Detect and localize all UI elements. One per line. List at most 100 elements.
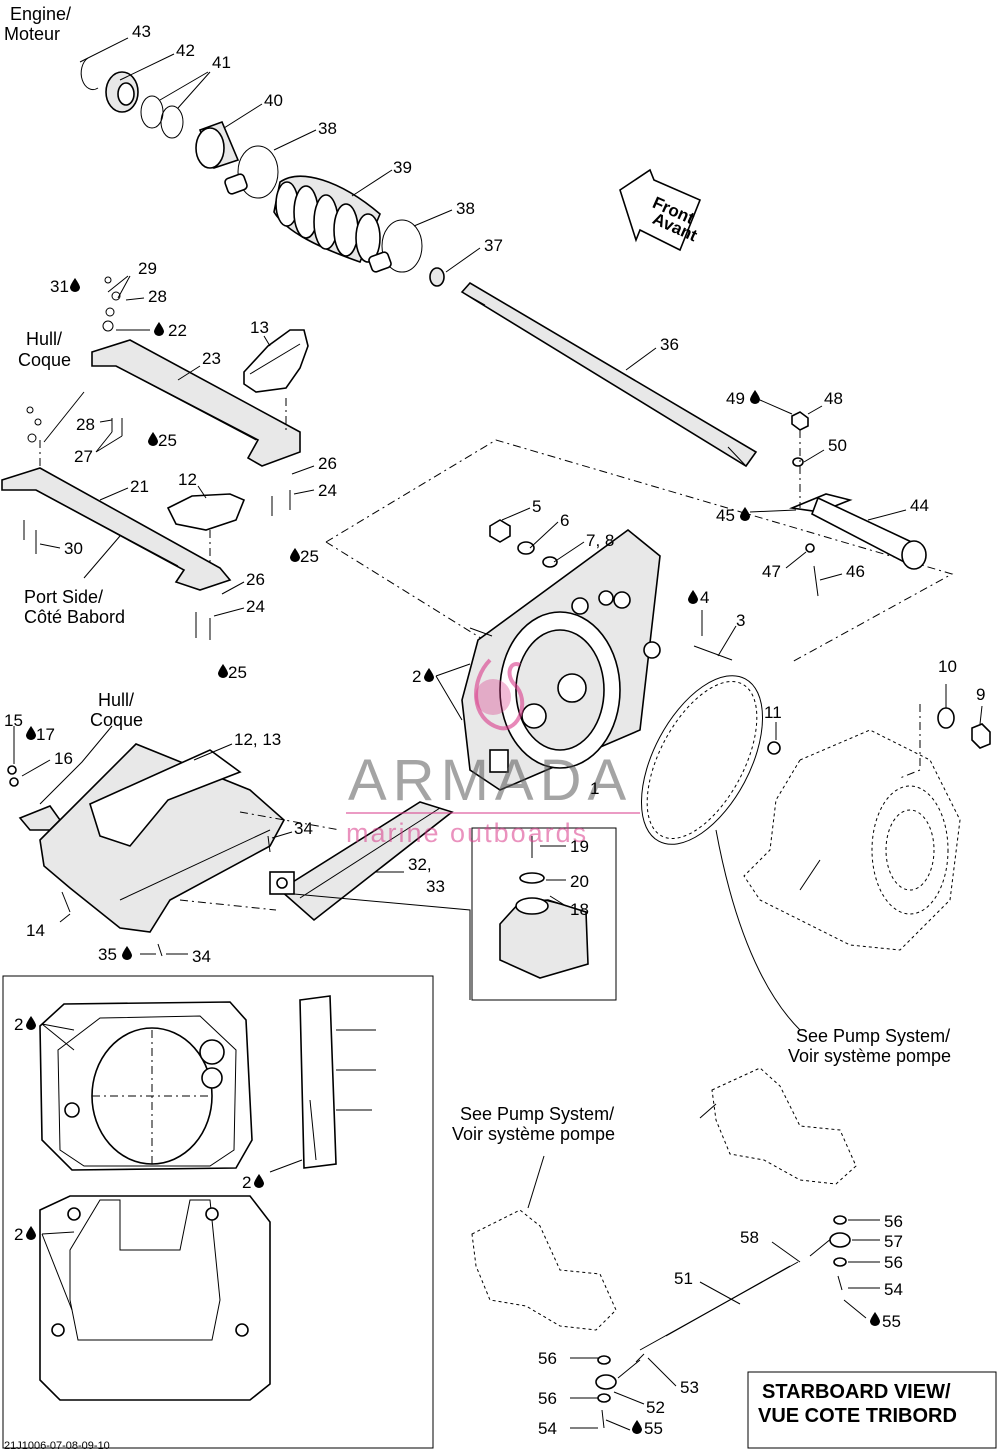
callout-25b: 25 bbox=[300, 547, 319, 566]
callout-24a: 24 bbox=[318, 481, 337, 500]
o-ring-41b bbox=[160, 105, 184, 139]
adapter-bottom-view bbox=[39, 1195, 271, 1401]
ball-joint-57 bbox=[829, 1232, 851, 1248]
view-title-box bbox=[747, 1371, 997, 1449]
pump-adapter-group bbox=[325, 439, 954, 791]
watermark-brand: ARMADA bbox=[348, 748, 632, 813]
callout-27: 27 bbox=[74, 447, 93, 466]
callout-18: 18 bbox=[570, 900, 589, 919]
callout-26b: 26 bbox=[246, 570, 265, 589]
wear-ring bbox=[640, 675, 801, 1031]
callout-56c: 56 bbox=[538, 1349, 557, 1368]
callout-52: 52 bbox=[646, 1398, 665, 1417]
callout-29: 29 bbox=[138, 259, 157, 278]
washer-6 bbox=[517, 541, 535, 555]
callout-36: 36 bbox=[660, 335, 679, 354]
callout-54b: 54 bbox=[538, 1419, 557, 1438]
callout-24b: 24 bbox=[246, 597, 265, 616]
circlip-43 bbox=[80, 57, 99, 91]
watermark: ARMADA marine outboards bbox=[346, 658, 640, 848]
callout-28a: 28 bbox=[148, 287, 167, 306]
front-direction-arrow bbox=[619, 168, 702, 252]
driveshaft-36 bbox=[460, 281, 758, 468]
callout-56a: 56 bbox=[884, 1212, 903, 1231]
fastener-inset bbox=[471, 827, 617, 1001]
callout-11: 11 bbox=[764, 703, 782, 722]
bolt-46 bbox=[813, 565, 819, 597]
callout-34b: 34 bbox=[192, 947, 211, 966]
callout-46: 46 bbox=[846, 562, 865, 581]
washer-7-8 bbox=[542, 556, 558, 568]
bracket-23 bbox=[91, 339, 301, 467]
callout-58: 58 bbox=[740, 1228, 759, 1247]
callout-13: 13 bbox=[250, 318, 269, 337]
ring-40 bbox=[195, 127, 225, 169]
view-title-1: STARBOARD VIEW/ bbox=[762, 1381, 951, 1403]
steering-linkage-group bbox=[471, 1067, 880, 1431]
callout-16: 16 bbox=[54, 749, 73, 768]
callout-34a: 34 bbox=[294, 819, 313, 838]
callout-4: 4 bbox=[700, 588, 709, 607]
callout-38b: 38 bbox=[456, 199, 475, 218]
callout-7-8: 7, 8 bbox=[586, 531, 614, 550]
engine-label-2: Moteur bbox=[4, 24, 60, 44]
watermark-tagline: marine outboards bbox=[346, 818, 588, 848]
callout-43: 43 bbox=[132, 22, 151, 41]
washer-10 bbox=[937, 707, 955, 729]
callout-49: 49 bbox=[726, 389, 745, 408]
callout-44: 44 bbox=[910, 496, 929, 515]
diagram-code: 21J1006-07-08-09-10 bbox=[4, 1440, 110, 1452]
callout-20: 20 bbox=[570, 872, 589, 891]
ball-joint-52 bbox=[595, 1374, 617, 1390]
callout-45: 45 bbox=[716, 506, 735, 525]
callout-56b: 56 bbox=[884, 1253, 903, 1272]
callout-35: 35 bbox=[98, 945, 117, 964]
callout-48: 48 bbox=[824, 389, 843, 408]
callout-57: 57 bbox=[884, 1232, 903, 1251]
callout-3: 3 bbox=[736, 611, 745, 630]
callout-1: 1 bbox=[590, 779, 599, 798]
intake-grate-group bbox=[7, 725, 471, 1000]
hull-label-top-2: Coque bbox=[18, 350, 71, 370]
callout-23: 23 bbox=[202, 349, 221, 368]
callout-31: 31 bbox=[50, 277, 69, 296]
callout-12: 12 bbox=[178, 470, 197, 489]
o-ring-41a bbox=[140, 95, 164, 129]
washer-50 bbox=[792, 457, 804, 467]
clamp-38a bbox=[237, 145, 279, 199]
callout-6: 6 bbox=[560, 511, 569, 530]
shaft-tube-group bbox=[749, 399, 927, 597]
bushing-37 bbox=[429, 267, 445, 287]
see-pump-label-1a: See Pump System/ bbox=[796, 1026, 950, 1046]
hull-label-mid-1: Hull/ bbox=[98, 690, 134, 710]
callout-2a: 2 bbox=[412, 667, 421, 686]
callout-14: 14 bbox=[26, 921, 45, 940]
port-side-label-2: Côté Babord bbox=[24, 607, 125, 627]
engine-label-1: Engine/ bbox=[10, 4, 71, 24]
hull-label-top-1: Hull/ bbox=[26, 329, 62, 349]
see-pump-label-2b: Voir système pompe bbox=[452, 1124, 615, 1144]
hull-label-mid-2: Coque bbox=[90, 710, 143, 730]
callout-2d: 2 bbox=[14, 1225, 23, 1244]
nut-48 bbox=[791, 411, 809, 431]
callout-5: 5 bbox=[532, 497, 541, 516]
callout-50: 50 bbox=[828, 436, 847, 455]
clamp-38b bbox=[381, 219, 423, 273]
callout-40: 40 bbox=[264, 91, 283, 110]
bellows-39 bbox=[273, 175, 381, 264]
ring-11 bbox=[767, 741, 781, 755]
callout-9: 9 bbox=[976, 685, 985, 704]
callout-22: 22 bbox=[168, 321, 187, 340]
callout-15: 15 bbox=[4, 711, 23, 730]
watermark-logo bbox=[474, 658, 525, 731]
pad-13 bbox=[243, 329, 309, 393]
callout-25c: 25 bbox=[228, 663, 247, 682]
bracket-21 bbox=[1, 467, 232, 591]
callout-53: 53 bbox=[680, 1378, 699, 1397]
callout-12-13: 12, 13 bbox=[234, 730, 281, 749]
callout-2b: 2 bbox=[14, 1015, 23, 1034]
callout-47: 47 bbox=[762, 562, 781, 581]
callout-56d: 56 bbox=[538, 1389, 557, 1408]
callout-28b: 28 bbox=[76, 415, 95, 434]
